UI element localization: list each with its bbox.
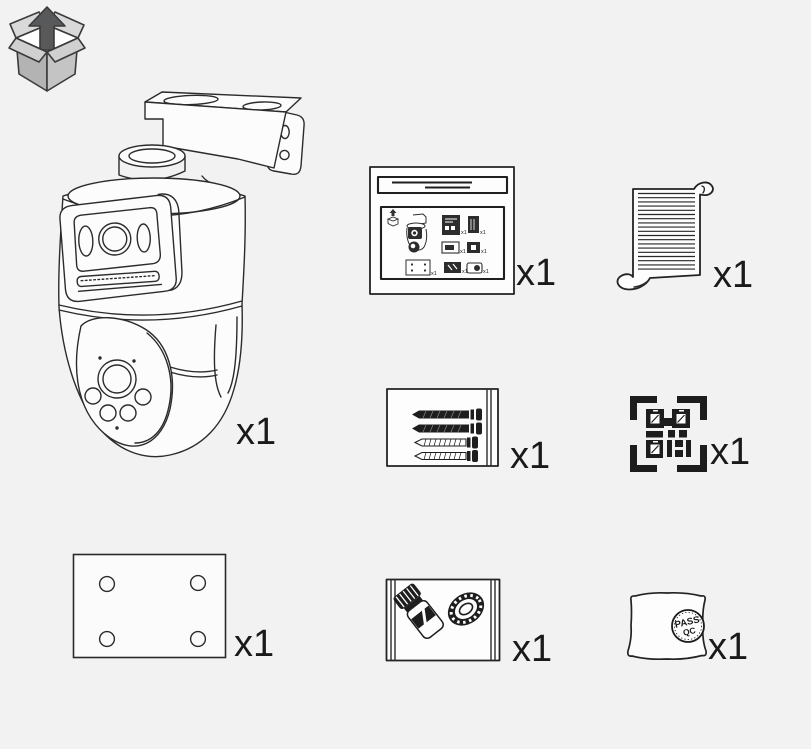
fixed-lens-module xyxy=(59,193,183,303)
ball-lens-icon xyxy=(97,359,137,399)
ir-led xyxy=(84,387,102,405)
plate-hole xyxy=(189,574,207,592)
camera-qty-label: x1 xyxy=(236,411,277,453)
plate-hole xyxy=(98,630,116,648)
ir-window xyxy=(136,223,151,253)
sheet-qty-label: x1 xyxy=(713,254,754,296)
mini-template-icon: x1 xyxy=(467,242,487,255)
guide-content-frame xyxy=(379,205,506,281)
corner-bracket xyxy=(677,396,707,420)
up-arrow-icon xyxy=(28,6,66,51)
mini-guide-icon: x1 xyxy=(442,215,467,236)
bag-seal xyxy=(390,579,396,661)
camera-illustration xyxy=(50,86,315,461)
corner-bracket xyxy=(630,445,657,472)
ir-led xyxy=(119,404,137,422)
mounting-plate-drawing xyxy=(72,553,227,659)
open-box-up-arrow-icon xyxy=(8,6,86,92)
svg-text:x1: x1 xyxy=(431,271,437,277)
screw-pack-drawing xyxy=(386,388,499,467)
qc-sticker-drawing: PASS QC xyxy=(626,591,708,661)
connector-pack-drawing xyxy=(385,578,501,662)
svg-text:x1: x1 xyxy=(461,230,467,236)
mini-scroll-icon: x1 xyxy=(468,216,486,236)
ir-window xyxy=(78,225,94,257)
cable-gland-icon xyxy=(393,583,444,640)
mini-qc-icon: x1 xyxy=(466,262,489,275)
unboxing-icon xyxy=(8,6,86,92)
sheet-text-lines xyxy=(638,192,695,270)
svg-text:x1: x1 xyxy=(483,269,489,275)
screws-qty-label: x1 xyxy=(510,435,551,477)
quick-start-guide: x1 x1 x1 x1 xyxy=(368,165,516,296)
screw-pack xyxy=(386,388,500,468)
qc-stamp-line2: QC xyxy=(682,625,697,638)
rolled-sheet-drawing xyxy=(616,181,714,291)
plate-qty-label: x1 xyxy=(234,623,275,665)
mini-box-icon xyxy=(389,209,397,216)
mini-screws-icon: x1 xyxy=(441,241,466,255)
ptz-lens-ball xyxy=(75,317,174,447)
guide-page-drawing: x1 x1 x1 x1 xyxy=(369,166,515,295)
ir-led xyxy=(134,388,152,406)
svg-text:x1: x1 xyxy=(480,230,486,236)
qc-qty-label: x1 xyxy=(708,626,749,668)
main-lens-icon xyxy=(98,222,132,256)
guide-title-band xyxy=(376,175,509,195)
plate-hole xyxy=(98,575,116,593)
qc-stamp-icon xyxy=(671,609,705,643)
wall-bracket xyxy=(118,91,305,199)
bracket-hole xyxy=(279,149,290,161)
ptz-camera-drawing xyxy=(58,91,305,458)
svg-text:x1: x1 xyxy=(462,269,468,275)
corner-bracket xyxy=(630,396,657,420)
ir-led xyxy=(99,404,117,422)
bag-seal xyxy=(490,579,496,661)
qc-sticker: PASS QC xyxy=(617,590,719,664)
guide-qty-label: x1 xyxy=(516,252,557,294)
svg-text:x1: x1 xyxy=(481,249,487,255)
mini-connector-icon: x1 xyxy=(444,262,468,275)
gland-nut-icon xyxy=(447,592,485,626)
plastic-bag xyxy=(385,578,501,662)
connector-qty-label: x1 xyxy=(512,628,553,670)
qr-qty-label: x1 xyxy=(710,431,751,473)
corner-bracket xyxy=(677,445,707,472)
waterproof-kit xyxy=(385,578,501,663)
led-strip xyxy=(76,270,160,288)
qr-code-icon xyxy=(630,396,707,472)
mini-plate-icon: x1 xyxy=(405,259,437,277)
mounting-plate xyxy=(72,553,227,659)
qr-template xyxy=(627,393,710,475)
rolled-sheet xyxy=(612,179,718,301)
plate-hole xyxy=(189,630,207,648)
svg-text:x1: x1 xyxy=(460,249,466,255)
bag-seal xyxy=(486,389,492,466)
mini-camera-icon xyxy=(406,213,428,253)
guide-thumbnail: x1 x1 x1 x1 xyxy=(386,209,489,277)
